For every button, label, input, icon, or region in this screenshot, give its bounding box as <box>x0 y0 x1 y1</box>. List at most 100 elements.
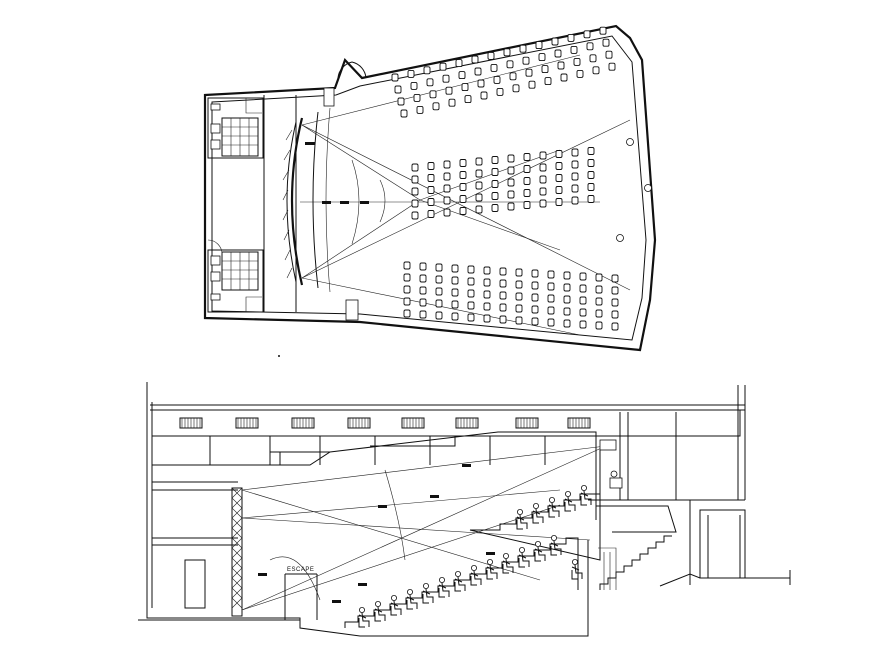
seated-figure <box>470 565 482 586</box>
plan-seat <box>571 184 579 193</box>
plan-seat <box>439 62 447 71</box>
plan-seat <box>443 172 451 181</box>
plan-seat <box>595 285 603 294</box>
toilet-block-bottom <box>207 239 264 313</box>
plan-seat <box>555 174 563 182</box>
plan-seat <box>491 192 499 200</box>
plan-seat <box>523 189 531 197</box>
plan-seat <box>554 49 562 58</box>
plan-seat <box>563 307 571 316</box>
seated-figure <box>374 601 386 622</box>
plan-seat <box>563 295 571 304</box>
plan-seat <box>571 160 579 169</box>
plan-seat <box>599 26 607 35</box>
plan-seat <box>416 105 424 114</box>
plan-seat <box>423 66 431 75</box>
plan-seat <box>458 71 466 80</box>
plan-seat <box>587 159 595 167</box>
plan-seat <box>474 67 482 76</box>
plan-seat <box>394 85 402 94</box>
projector <box>599 439 617 451</box>
plan-seat <box>426 78 434 87</box>
plan-seat <box>586 42 594 51</box>
plan-seat <box>595 273 603 282</box>
plan-seat <box>411 175 419 184</box>
plan-seat <box>539 163 547 172</box>
plan-seat <box>587 171 595 179</box>
plan-seat <box>515 304 523 313</box>
plan-seat <box>555 198 563 206</box>
plan-seat <box>579 272 587 281</box>
plan-seat <box>391 73 399 82</box>
plan-inner-wall <box>211 35 647 341</box>
seated-figure <box>548 496 560 518</box>
seated-figure <box>454 571 466 592</box>
seated-figure <box>550 535 562 556</box>
plan-seat <box>611 322 619 331</box>
seated-figure <box>532 502 544 524</box>
plan-seat <box>432 102 440 111</box>
roof-vent <box>347 417 371 429</box>
plan-seat <box>419 262 427 271</box>
plan-seat <box>573 57 581 66</box>
plan-seat <box>499 291 507 300</box>
plan-seat <box>411 187 419 196</box>
plan-seat <box>427 210 435 218</box>
section-roof-vents <box>179 417 591 465</box>
seated-figure <box>564 490 576 512</box>
plan-seat <box>555 150 563 158</box>
plan-seat <box>506 60 514 69</box>
plan-seat <box>539 199 547 208</box>
plan-seat <box>579 308 587 317</box>
plan-seat <box>539 151 547 160</box>
plan-seat <box>419 298 427 307</box>
plan-seat <box>611 298 619 307</box>
plan-seat <box>563 283 571 292</box>
plan-seat <box>459 183 467 191</box>
plan-seat <box>455 59 463 68</box>
seated-figure <box>502 553 514 574</box>
plan-seat <box>547 270 555 279</box>
plan-seat <box>611 310 619 319</box>
plan-seat <box>531 269 539 278</box>
seated-figure <box>390 595 402 616</box>
plan-seat <box>509 72 517 81</box>
plan-seat <box>555 162 563 170</box>
plan-seat <box>611 274 619 283</box>
seated-figure <box>422 583 434 604</box>
plan-seat <box>531 305 539 314</box>
plan-seat <box>493 75 501 84</box>
plan-seat <box>459 159 467 167</box>
section-balcony-rake <box>469 493 601 561</box>
plan-seat <box>451 300 459 309</box>
floor-plan <box>203 24 657 352</box>
plan-seat <box>471 55 479 64</box>
plan-seat <box>547 282 555 291</box>
plan-seat <box>579 320 587 329</box>
plan-seat <box>531 293 539 302</box>
plan-seat <box>522 56 530 65</box>
plan-seat <box>503 48 511 57</box>
plan-seat <box>563 271 571 280</box>
seated-figure <box>580 484 592 506</box>
seated-figure <box>486 559 498 580</box>
plan-seat <box>589 54 597 63</box>
plan-seat <box>491 156 499 164</box>
plan-seat <box>531 281 539 290</box>
plan-seat <box>427 174 435 182</box>
plan-seat <box>397 97 405 106</box>
plan-seat <box>571 196 579 205</box>
plan-seat <box>483 302 491 311</box>
plan-seat <box>410 81 418 90</box>
plan-seat <box>475 157 483 166</box>
plan-seat <box>491 168 499 176</box>
plan-seat <box>451 312 459 321</box>
plan-seat <box>523 165 531 173</box>
plan-seat <box>592 66 600 75</box>
plan-seat <box>403 273 411 282</box>
plan-seat <box>579 284 587 293</box>
plan-seat <box>512 84 520 93</box>
plan-screen <box>290 117 304 286</box>
plan-seat <box>496 87 504 96</box>
plan-seat <box>538 53 546 62</box>
